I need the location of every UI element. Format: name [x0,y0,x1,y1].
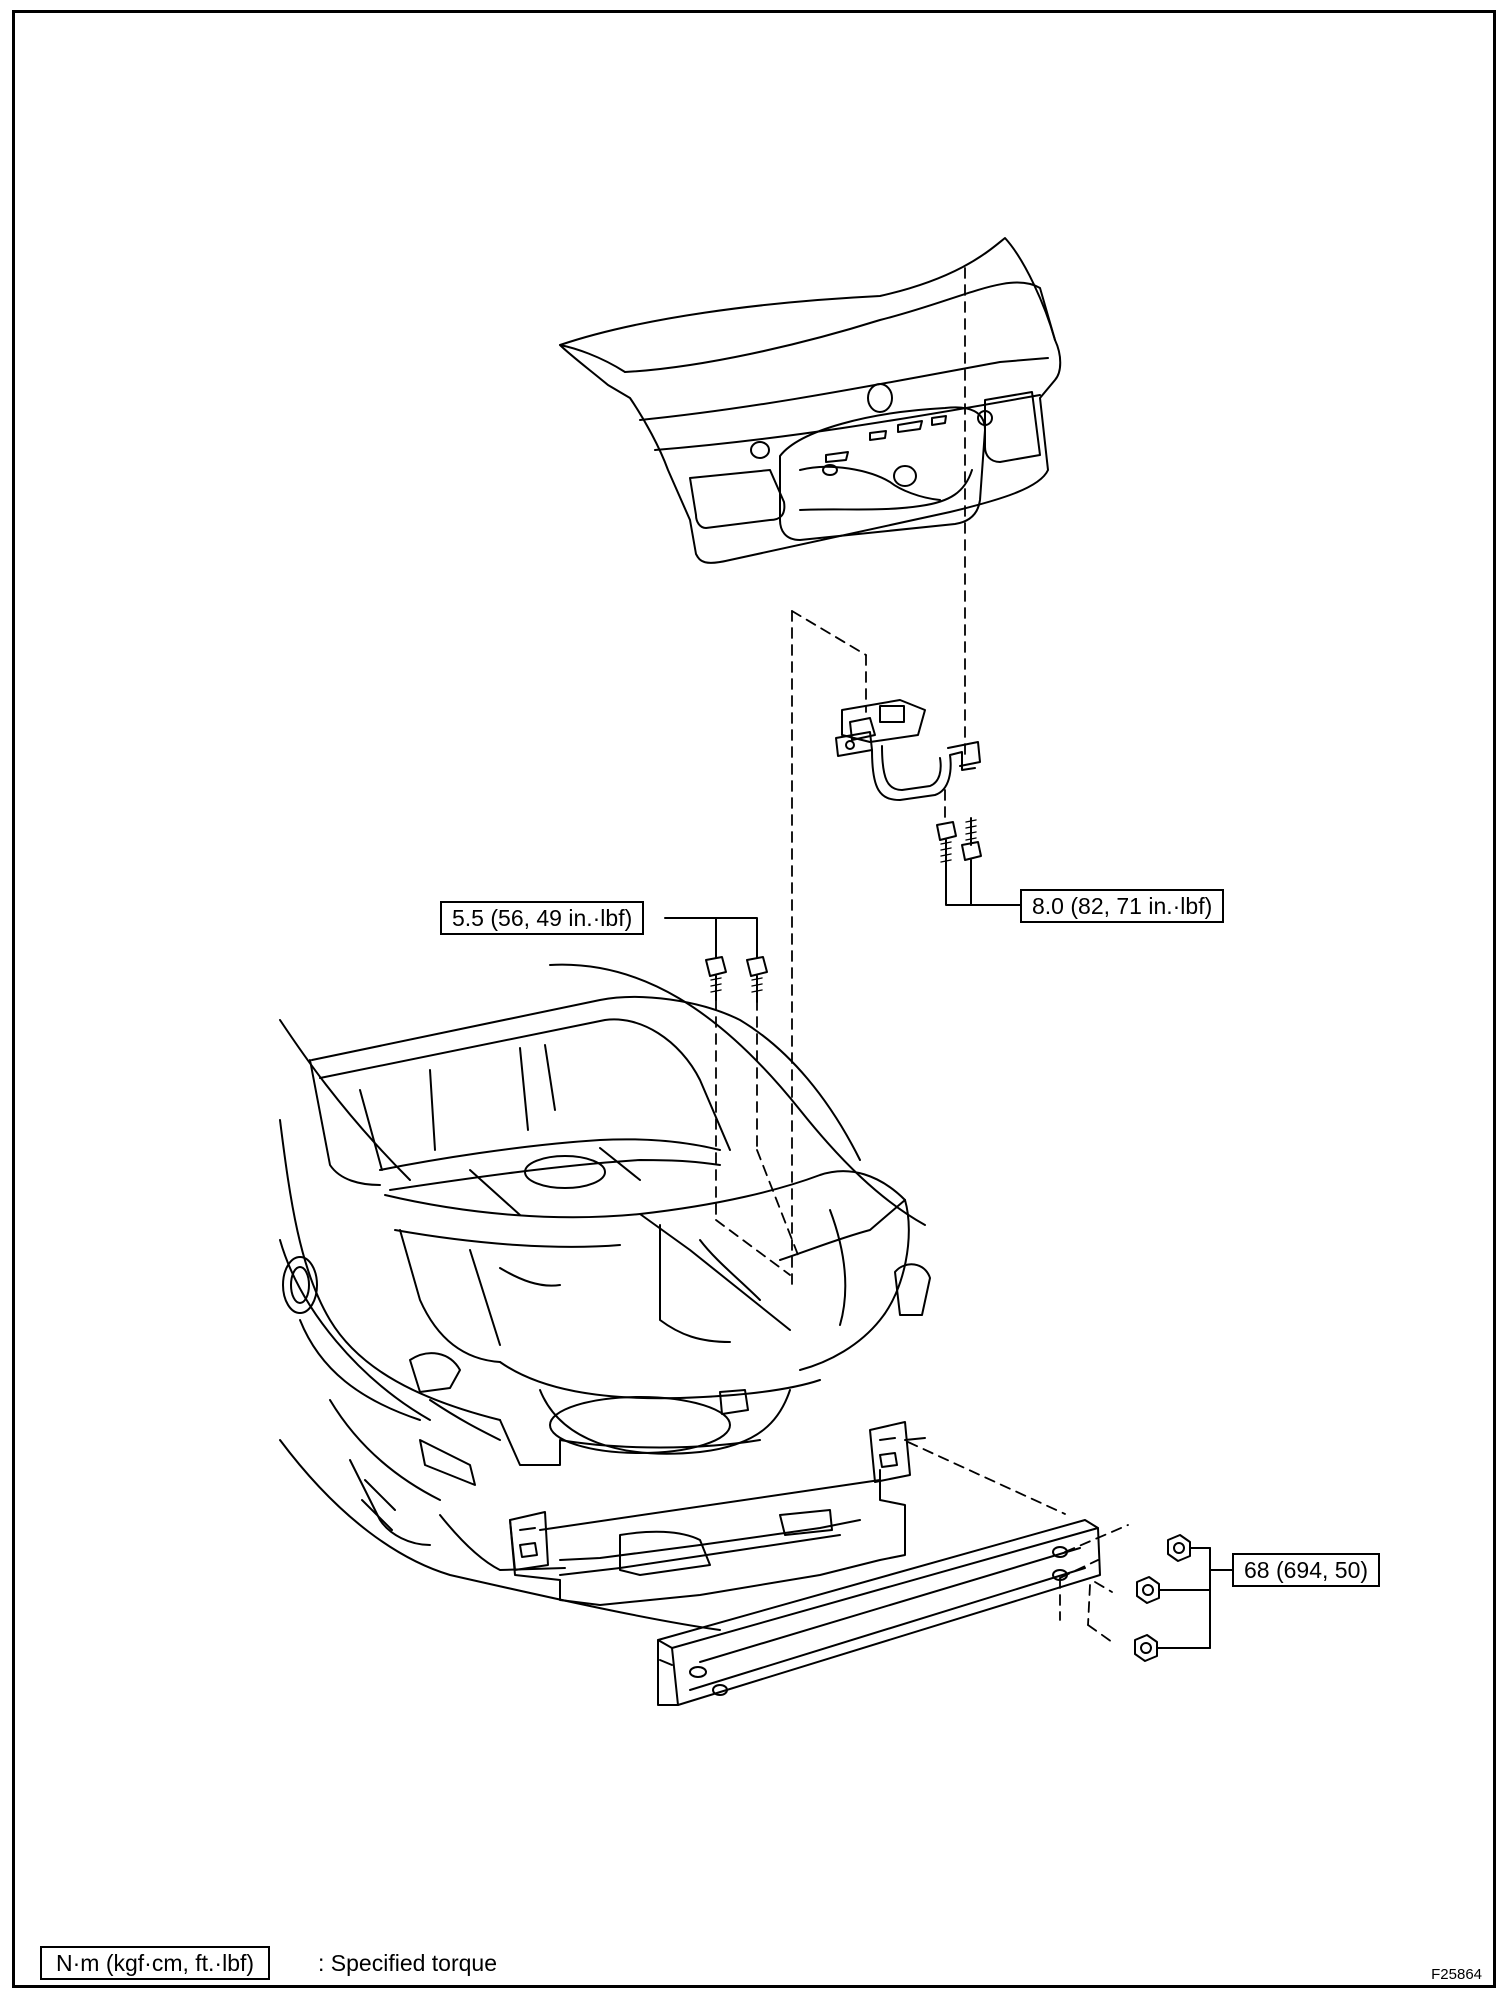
trunk-lid-illustration [559,237,1062,564]
bolt-icon [961,817,982,861]
hinge-bolt-leader [945,867,1021,906]
trunk-hinge-illustration [835,699,981,801]
nut-icon [1136,1576,1211,1604]
bolt-icon [936,821,957,869]
bolt-icon [705,956,727,1001]
figure-id: F25864 [1431,1966,1482,1983]
vehicle-body-illustration [279,963,931,1631]
bumper-reinforcement-illustration [657,1519,1101,1706]
illustration-frame [12,10,1496,1988]
latch-bolt-torque-callout: 5.5 (56, 49 in.·lbf) [440,901,645,935]
latch-bolt-leader [664,917,717,959]
latch-bolt-leader [715,917,758,959]
bolt-icon [746,956,768,1003]
hinge-bolt-torque-callout: 8.0 (82, 71 in.·lbf) [1020,889,1225,923]
nut-icon [1134,1634,1211,1662]
legend-description: : Specified torque [318,1950,498,1976]
nut-icon [1167,1534,1211,1562]
legend-unit-box: N·m (kgf·cm, ft.·lbf) [40,1946,271,1980]
reinforcement-nut-torque-callout: 68 (694, 50) [1232,1553,1381,1587]
assembly-guide-lines [715,267,1129,1643]
